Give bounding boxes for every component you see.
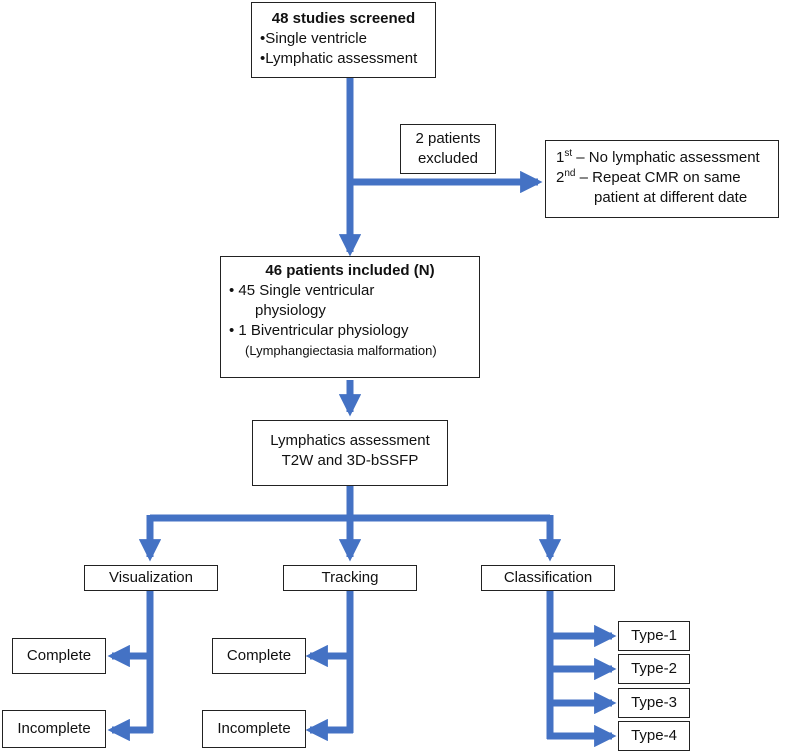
included-bullet-1: • 45 Single ventricular (229, 282, 375, 299)
excluded-label-line1: 2 patients (415, 130, 481, 147)
vis-incomplete-box: Incomplete (2, 710, 106, 748)
excluded-label-line2: excluded (417, 150, 479, 167)
track-incomplete-box: Incomplete (202, 710, 306, 748)
type-4-box: Type-4 (618, 721, 690, 751)
exclusion-reason-1: 1st – No lymphatic assessment (556, 148, 760, 167)
exclusion-reason-2-cont: patient at different date (594, 189, 748, 206)
included-box: 46 patients included (N) • 45 Single ven… (220, 256, 480, 378)
tracking-box: Tracking (283, 565, 417, 591)
screened-box: 48 studies screened •Single ventricle •L… (251, 2, 436, 78)
screened-bullet-1: •Single ventricle (260, 30, 367, 47)
track-complete-box: Complete (212, 638, 306, 674)
visualization-box: Visualization (84, 565, 218, 591)
type-3-box: Type-3 (618, 688, 690, 718)
type-2-box: Type-2 (618, 654, 690, 684)
assessment-line1: Lymphatics assessment (270, 432, 430, 449)
included-bullet-1-cont: physiology (255, 302, 326, 319)
screened-title: 48 studies screened (271, 10, 416, 27)
excluded-label-box: 2 patients excluded (400, 124, 496, 174)
included-title: 46 patients included (N) (265, 262, 435, 279)
included-bullet-2-note: (Lymphangiectasia malformation) (245, 343, 437, 358)
vis-complete-box: Complete (12, 638, 106, 674)
included-bullet-2: • 1 Biventricular physiology (229, 322, 409, 339)
type-1-box: Type-1 (618, 621, 690, 651)
exclusion-reason-2: 2nd – Repeat CMR on same (556, 168, 741, 187)
assessment-line2: T2W and 3D-bSSFP (281, 452, 419, 469)
assessment-box: Lymphatics assessment T2W and 3D-bSSFP (252, 420, 448, 486)
exclusion-reasons-box: 1st – No lymphatic assessment 2nd – Repe… (545, 140, 779, 218)
classification-box: Classification (481, 565, 615, 591)
screened-bullet-2: •Lymphatic assessment (260, 50, 418, 67)
